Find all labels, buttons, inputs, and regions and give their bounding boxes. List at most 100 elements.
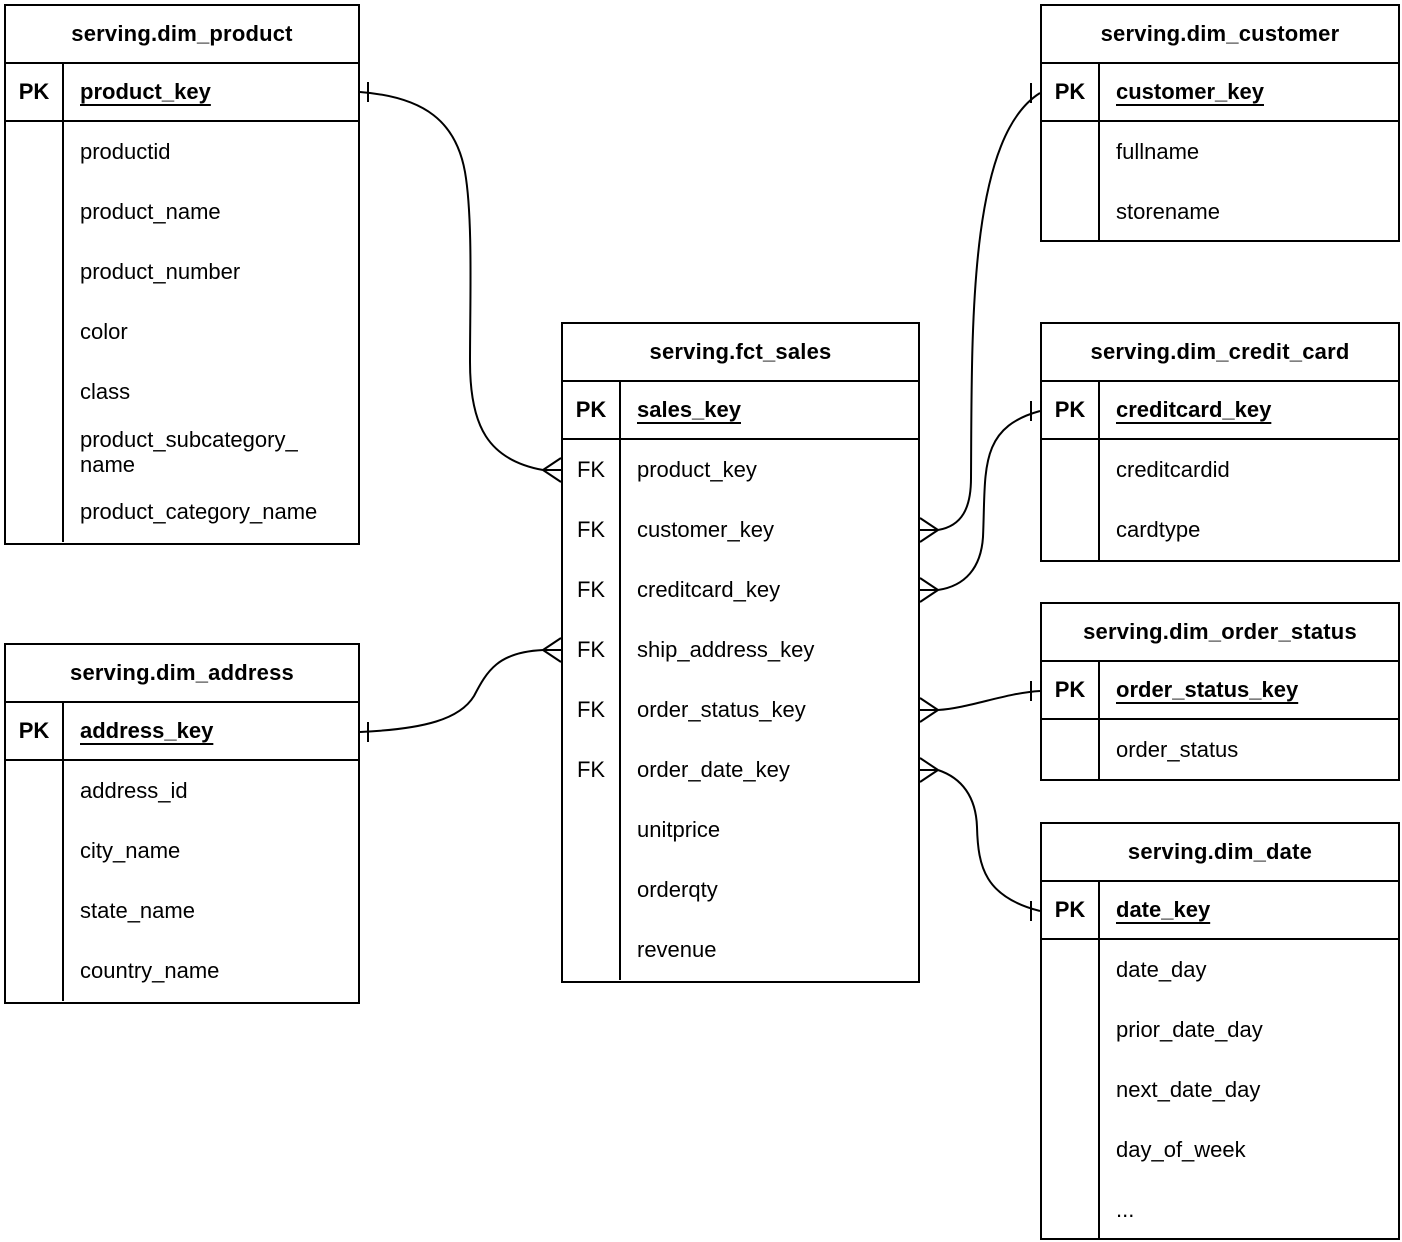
field-row: FK order_date_key [563,740,918,800]
table-title: serving.fct_sales [563,324,918,382]
field-name: product_subcategory_ name [80,426,298,477]
key-badge-empty [563,920,621,980]
key-badge-empty [1042,940,1100,1000]
field-name: address_id [80,778,188,804]
relationship-sales-date [919,757,1041,921]
crow-foot-many [542,637,562,663]
field-row: productid [6,122,358,182]
field-row: day_of_week [1042,1120,1398,1180]
field-name: productid [80,139,171,165]
relationship-sales-product [359,82,562,483]
field-row: order_status [1042,720,1398,779]
pk-field-name: date_key [1116,897,1211,923]
pk-field-name: order_status_key [1116,677,1299,703]
connector-line [937,410,1041,591]
pk-badge: PK [1042,662,1100,718]
pk-badge: PK [6,703,64,759]
pk-badge: PK [1042,882,1100,938]
field-name: ship_address_key [637,637,815,663]
field-name: order_status [1116,737,1239,763]
pk-badge: PK [6,64,64,120]
key-badge-empty [1042,720,1100,779]
field-row: color [6,302,358,362]
table-fields: fullname storename [1042,122,1398,240]
table-title: serving.dim_credit_card [1042,324,1398,382]
field-row: city_name [6,821,358,881]
connector-line [937,92,1041,531]
field-row: FK customer_key [563,500,918,560]
table-fields: order_status [1042,720,1398,779]
field-row: prior_date_day [1042,1000,1398,1060]
entity-table-dim-credit-card: serving.dim_credit_card PK creditcard_ke… [1040,322,1400,562]
table-fields: creditcardid cardtype [1042,440,1398,560]
relationship-sales-credit-card [919,401,1041,603]
crow-foot-many [919,577,939,603]
field-name: color [80,319,128,345]
crow-foot-many [542,457,562,483]
field-row: FK ship_address_key [563,620,918,680]
connector-line [937,690,1041,711]
field-name: country_name [80,958,220,984]
field-name: product_key [637,457,757,483]
crow-foot-many [919,517,939,543]
key-badge-empty [6,482,64,542]
field-name: customer_key [637,517,774,543]
field-row: product_name [6,182,358,242]
primary-key-row: PK customer_key [1042,64,1398,122]
relationship-sales-order-status [919,681,1041,723]
field-name: unitprice [637,817,721,843]
field-name: creditcardid [1116,457,1230,483]
connector-line [937,769,1041,912]
fk-badge: FK [563,620,621,680]
fk-badge: FK [563,680,621,740]
field-row: unitprice [563,800,918,860]
table-title: serving.dim_date [1042,824,1398,882]
table-fields: address_id city_name state_name country_nam… [6,761,358,1002]
field-row: creditcardid [1042,440,1398,500]
pk-badge: PK [1042,382,1100,438]
field-row: cardtype [1042,500,1398,560]
crow-foot-many [919,757,939,783]
primary-key-row: PK address_key [6,703,358,761]
field-name: class [80,379,131,405]
field-row: next_date_day [1042,1060,1398,1120]
fk-badge: FK [563,500,621,560]
key-badge-empty [6,761,64,821]
table-title: serving.dim_address [6,645,358,703]
pk-field-name: sales_key [637,397,741,423]
field-name: next_date_day [1116,1077,1261,1103]
field-name: product_number [80,259,241,285]
field-row: product_category_name [6,482,358,542]
key-badge-empty [1042,182,1100,240]
field-row: product_number [6,242,358,302]
pk-field-name: address_key [80,718,214,744]
primary-key-row: PK date_key [1042,882,1398,940]
field-row: date_day [1042,940,1398,1000]
key-badge-empty [6,182,64,242]
field-row: storename [1042,182,1398,240]
connector-line [359,91,544,471]
connector-line [359,649,544,733]
primary-key-row: PK product_key [6,64,358,122]
pk-badge: PK [1042,64,1100,120]
table-title: serving.dim_product [6,6,358,64]
field-name: order_date_key [637,757,790,783]
field-name: fullname [1116,139,1200,165]
pk-field-name: creditcard_key [1116,397,1272,423]
field-row: orderqty [563,860,918,920]
fk-badge: FK [563,740,621,800]
key-badge-empty [6,122,64,182]
key-badge-empty [6,362,64,422]
field-name: cardtype [1116,517,1201,543]
field-name: ... [1116,1197,1135,1223]
field-name: orderqty [637,877,718,903]
field-row: ... [1042,1180,1398,1238]
entity-table-dim-address: serving.dim_address PK address_key addre… [4,643,360,1004]
field-name: state_name [80,898,195,924]
key-badge-empty [6,941,64,1001]
field-row: class [6,362,358,422]
